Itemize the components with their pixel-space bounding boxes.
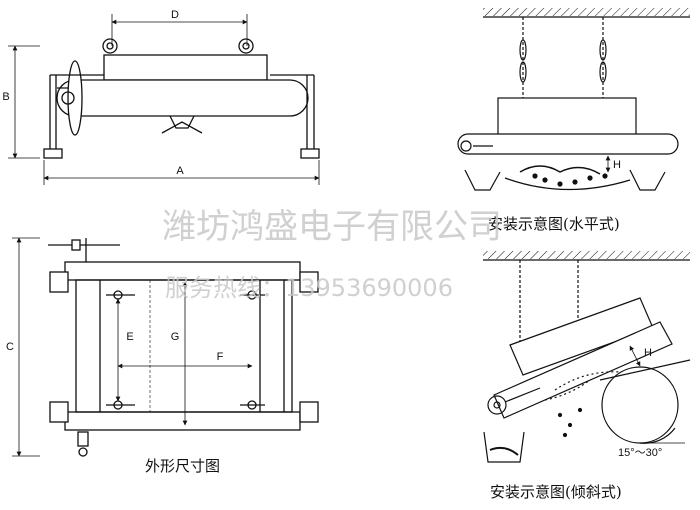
dim-label-g: G (171, 331, 180, 343)
caption-inclined: 安装示意图(倾斜式) (490, 483, 622, 501)
inclined-install (483, 251, 691, 463)
dim-label-c: C (6, 341, 14, 353)
dim-label-h-horizontal: H (613, 159, 621, 171)
dim-label-f: F (217, 351, 224, 363)
caption-outline: 外形尺寸图 (145, 457, 220, 475)
angle-label: 15°～30° (618, 447, 662, 459)
watermark-hotline: 服务热线：13953690006 (165, 274, 453, 302)
dim-label-d: D (171, 9, 179, 21)
dim-label-h-inclined: H (644, 347, 652, 359)
dim-label-b: B (2, 91, 9, 103)
top-view (12, 237, 319, 457)
watermark-company: 潍坊鸿盛电子有限公司 (162, 207, 502, 247)
dim-label-a: A (176, 165, 184, 177)
horizontal-install (457, 8, 690, 191)
caption-horizontal: 安装示意图(水平式) (488, 215, 620, 233)
front-view (8, 14, 320, 185)
dim-label-e: E (126, 331, 133, 343)
